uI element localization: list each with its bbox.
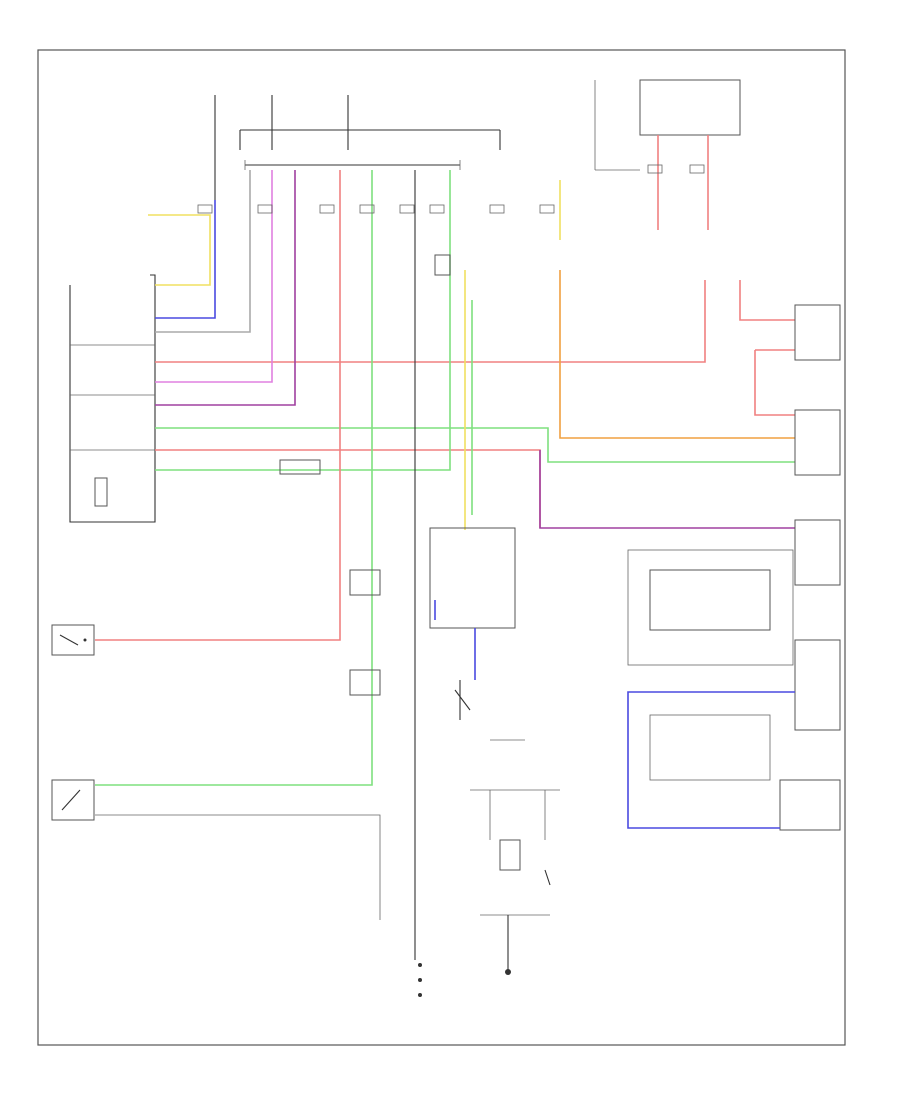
connector-tags bbox=[197, 164, 705, 214]
wire-pink-1 bbox=[155, 170, 273, 383]
wire-red-right-5 bbox=[754, 350, 795, 416]
wire-red-main bbox=[155, 280, 706, 363]
wire-blue-1 bbox=[155, 200, 216, 319]
ground-point bbox=[505, 969, 511, 975]
wire-green-vertical bbox=[95, 170, 373, 786]
door-switch-rear-left bbox=[51, 779, 95, 821]
wire-blue-right bbox=[627, 691, 795, 829]
wire-red-right-3 bbox=[739, 280, 795, 321]
wire-purple-1 bbox=[155, 170, 296, 406]
wire-red-2 bbox=[155, 449, 541, 528]
right-components bbox=[627, 304, 841, 831]
door-switch-front-left bbox=[51, 624, 95, 656]
wire-orange bbox=[559, 270, 795, 439]
combination-meter bbox=[69, 274, 156, 523]
fuse-box-top-right bbox=[639, 79, 741, 136]
wire-gray-1 bbox=[155, 170, 251, 333]
junction-connector-center bbox=[429, 527, 516, 629]
wire-yellow-1 bbox=[148, 214, 211, 286]
wire-purple-2 bbox=[539, 450, 795, 529]
wire-green-main bbox=[155, 427, 795, 463]
diagram-frame bbox=[37, 49, 846, 1046]
wire-red-vertical bbox=[95, 170, 341, 641]
lower-center-circuits bbox=[418, 680, 560, 997]
top-fuse-feeds bbox=[214, 95, 501, 200]
main-body-ecu-box bbox=[649, 569, 771, 631]
wire-gray-bottom bbox=[95, 814, 381, 920]
